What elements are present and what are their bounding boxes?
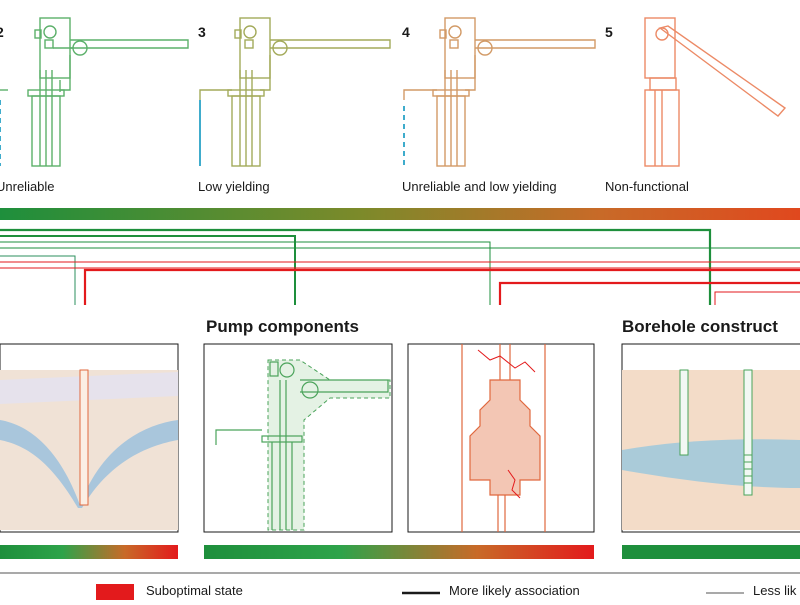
pump-state-number: 4 xyxy=(402,24,410,40)
gradient-bar-borehole xyxy=(622,545,800,559)
legend-less-likely-label: Less lik xyxy=(753,583,797,598)
panel-borehole xyxy=(621,343,800,533)
legend-suboptimal-label: Suboptimal state xyxy=(146,583,243,598)
pump-state-number: 5 xyxy=(605,24,613,40)
gradient-bar-aquifer xyxy=(0,545,178,559)
pump-state-label: Low yielding xyxy=(198,179,270,194)
pump-state-number: 2 xyxy=(0,24,4,40)
pump-state-number: 3 xyxy=(198,24,206,40)
legend-suboptimal-swatch xyxy=(96,584,134,600)
pump-drawing-2 xyxy=(27,17,189,167)
pump-state-label: Unreliable xyxy=(0,179,55,194)
severity-gradient-bar xyxy=(0,208,800,220)
panel-aquifer xyxy=(0,343,179,533)
pump-drawing-3 xyxy=(199,17,391,167)
pump-state-label: Non-functional xyxy=(605,179,689,194)
panel-title-pump-components: Pump components xyxy=(206,317,360,336)
pump-drawing-5 xyxy=(644,17,787,167)
legend-more-likely-label: More likely association xyxy=(449,583,580,598)
panel-cylinder-detail xyxy=(407,343,595,533)
pump-drawing-4 xyxy=(403,17,596,167)
panel-title-borehole-construction: Borehole construct xyxy=(622,317,778,336)
association-lines xyxy=(0,228,800,305)
panel-pump-components xyxy=(203,343,393,533)
pump-state-label: Unreliable and low yielding xyxy=(402,179,557,194)
gradient-bar-pump xyxy=(204,545,594,559)
